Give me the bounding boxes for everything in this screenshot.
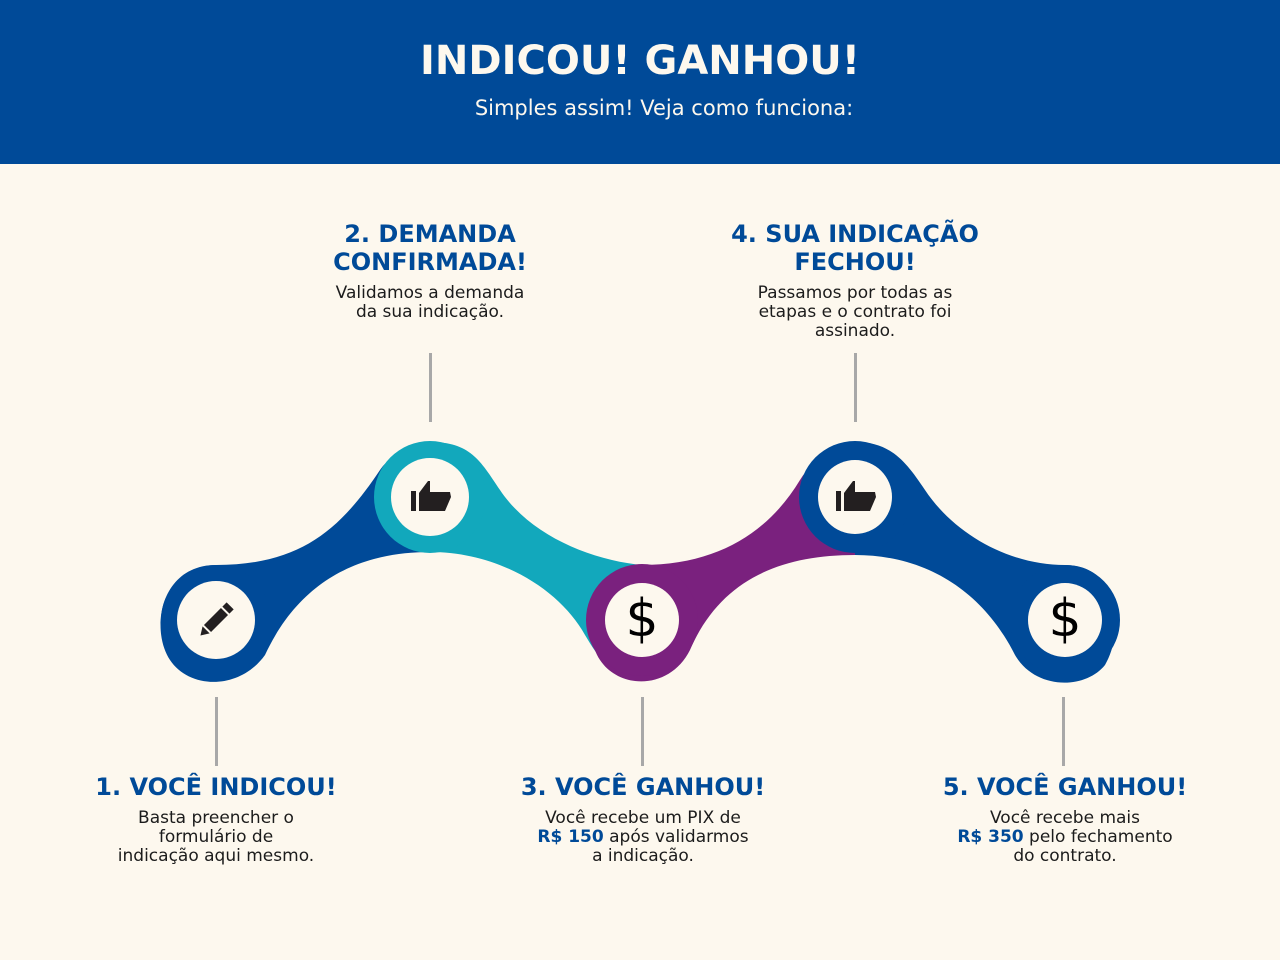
step-4: 4. SUA INDICAÇÃO FECHOU! Passamos por to… — [680, 220, 1030, 341]
dollar-icon: $ — [625, 589, 659, 649]
connector-line-5 — [1062, 697, 1065, 766]
pencil-icon — [200, 602, 234, 636]
step-1-title: 1. VOCÊ INDICOU! — [95, 773, 337, 801]
step-5: 5. VOCÊ GANHOU! Você recebe mais R$ 350 … — [900, 773, 1230, 866]
step-2-title: 2. DEMANDA CONFIRMADA! — [333, 220, 527, 276]
page-subtitle: Simples assim! Veja como funciona: — [474, 96, 854, 120]
thumbs-up-icon — [836, 481, 876, 511]
node-5-circle — [1028, 583, 1102, 657]
connector-line-3 — [641, 697, 644, 766]
step-5-desc: Você recebe mais R$ 350 pelo fechamento … — [957, 808, 1173, 866]
step-1-desc: Basta preencher o formulário de indicaçã… — [117, 808, 315, 866]
node-3-circle — [605, 583, 679, 657]
step-1: 1. VOCÊ INDICOU! Basta preencher o formu… — [66, 773, 366, 866]
reward-amount: R$ 150 — [537, 827, 604, 847]
connector-line-1 — [215, 697, 218, 766]
dollar-icon: $ — [1048, 589, 1082, 649]
step-4-title: 4. SUA INDICAÇÃO FECHOU! — [731, 220, 979, 276]
header-banner: INDICOU! GANHOU! Simples assim! Veja com… — [0, 0, 1280, 164]
step-2: 2. DEMANDA CONFIRMADA! Validamos a deman… — [280, 220, 580, 322]
step-3-desc: Você recebe um PIX de R$ 150 após valida… — [537, 808, 749, 866]
step-4-desc: Passamos por todas as etapas e o contrat… — [757, 283, 953, 341]
connector-line-4 — [854, 353, 857, 422]
reward-amount: R$ 350 — [957, 827, 1024, 847]
thumbs-up-icon — [411, 481, 451, 511]
page-title: INDICOU! GANHOU! — [420, 38, 860, 84]
step-3-title: 3. VOCÊ GANHOU! — [520, 773, 766, 801]
step-3: 3. VOCÊ GANHOU! Você recebe um PIX de R$… — [478, 773, 808, 866]
connector-line-2 — [429, 353, 432, 422]
step-2-desc: Validamos a demanda da sua indicação. — [335, 283, 525, 322]
step-5-title: 5. VOCÊ GANHOU! — [942, 773, 1188, 801]
